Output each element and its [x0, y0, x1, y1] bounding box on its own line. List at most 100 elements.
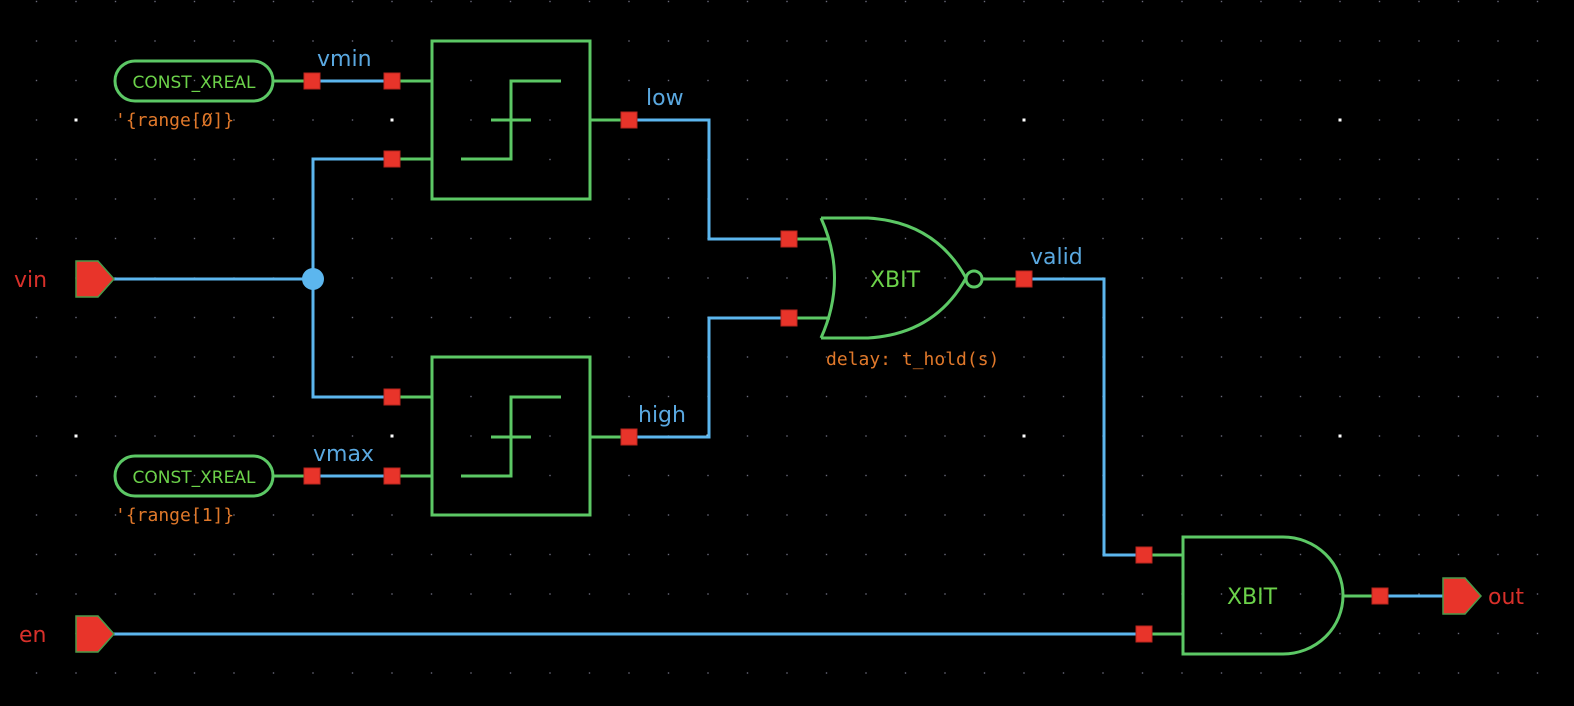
- pin-connector[interactable]: [1135, 546, 1153, 564]
- grid-dot: [1181, 672, 1183, 674]
- grid-dot: [825, 395, 828, 398]
- grid-dot: [75, 40, 77, 42]
- grid-dot: [470, 0, 472, 3]
- grid-dot: [1418, 40, 1420, 42]
- grid-dot: [667, 158, 670, 161]
- grid-dot: [193, 79, 196, 82]
- grid-dot: [233, 79, 235, 82]
- grid-dot: [351, 277, 354, 279]
- grid-dot: [1457, 0, 1460, 3]
- comparator-high[interactable]: [392, 355, 629, 517]
- grid-dot: [904, 553, 907, 556]
- wire-valid[interactable]: [1022, 277, 1146, 557]
- grid-dot: [904, 237, 907, 240]
- grid-dot: [1299, 672, 1302, 674]
- port-vin[interactable]: vin: [14, 260, 116, 298]
- pin-connector[interactable]: [383, 467, 401, 485]
- port-out[interactable]: out: [1442, 577, 1524, 615]
- grid-dot: [825, 553, 828, 556]
- grid-dot: [786, 79, 788, 82]
- pin-connector[interactable]: [1371, 587, 1389, 605]
- grid-dot: [1339, 0, 1341, 3]
- grid-dot: [1457, 435, 1460, 437]
- grid-dot: [312, 553, 314, 556]
- grid-dot: [667, 277, 670, 279]
- grid-dot: [1457, 198, 1460, 200]
- const-max-param: '{range[1]}: [115, 505, 234, 526]
- grid-dot: [1497, 277, 1499, 279]
- pin-connector[interactable]: [620, 111, 638, 129]
- grid-dot: [1181, 198, 1183, 200]
- grid-dot: [1457, 277, 1460, 279]
- grid-dot: [1220, 158, 1223, 161]
- grid-dot: [114, 356, 117, 358]
- grid-dot: [1062, 593, 1065, 595]
- grid-dot: [1141, 40, 1144, 42]
- grid-dot: [470, 277, 472, 279]
- grid-dot: [1536, 198, 1539, 200]
- grid-dot: [904, 0, 907, 3]
- wire-high[interactable]: [627, 316, 791, 439]
- grid-dot: [154, 395, 156, 398]
- grid-dot: [193, 395, 196, 398]
- grid-dot: [35, 0, 38, 3]
- grid-dot: [746, 553, 749, 556]
- pin-connector[interactable]: [1135, 625, 1153, 643]
- grid-dot: [1497, 672, 1499, 674]
- grid-dot: [983, 237, 986, 240]
- grid-dot: [233, 237, 235, 240]
- grid-dot: [667, 0, 670, 3]
- grid-dot: [825, 119, 828, 121]
- grid-dot: [628, 514, 630, 516]
- grid-dot: [509, 593, 512, 595]
- pins: [303, 72, 1389, 643]
- pin-connector[interactable]: [620, 428, 638, 446]
- port-en[interactable]: en: [19, 615, 116, 653]
- grid-dot: [786, 435, 788, 437]
- grid-dot: [233, 395, 235, 398]
- pin-connector[interactable]: [780, 309, 798, 327]
- grid-dot: [588, 237, 591, 240]
- net-label-low: low: [646, 86, 684, 111]
- grid-dot: [312, 514, 314, 516]
- grid-dot: [1418, 356, 1420, 358]
- grid-dot: [193, 119, 196, 121]
- grid-dot: [509, 672, 512, 674]
- grid-dot: [1536, 79, 1539, 82]
- const-block-max[interactable]: CONST_XREAL '{range[1]}: [113, 454, 312, 526]
- grid-dot: [707, 672, 709, 674]
- nor-gate[interactable]: XBIT delay: t_hold(s): [789, 216, 1024, 370]
- const-max-name: CONST_XREAL: [133, 468, 256, 488]
- pin-connector[interactable]: [303, 72, 321, 90]
- pin-connector[interactable]: [383, 150, 401, 168]
- grid-dot: [983, 356, 986, 358]
- grid-dot: [1141, 277, 1144, 279]
- pin-connector[interactable]: [780, 230, 798, 248]
- comparator-low[interactable]: [392, 39, 629, 201]
- grid-dot: [1536, 356, 1539, 358]
- wire-low[interactable]: [627, 118, 791, 241]
- grid-dot: [1220, 395, 1223, 398]
- grid-dot: [1220, 277, 1223, 279]
- and-gate[interactable]: XBIT: [1144, 535, 1380, 656]
- grid-dot: [1497, 79, 1499, 82]
- pin-connector[interactable]: [303, 467, 321, 485]
- grid-dot: [1536, 0, 1539, 3]
- grid-dot: [1181, 158, 1183, 161]
- pin-connector[interactable]: [383, 72, 401, 90]
- grid-dot: [233, 356, 235, 358]
- grid-dot: [1220, 237, 1223, 240]
- grid-dot: [667, 316, 670, 319]
- pin-connector[interactable]: [383, 388, 401, 406]
- grid-dot: [1339, 553, 1341, 556]
- grid-dot: [944, 0, 946, 3]
- grid-dot: [1299, 316, 1302, 319]
- pin-connector[interactable]: [1015, 270, 1033, 288]
- const-block-min[interactable]: CONST_XREAL '{range[Ø]}: [113, 59, 312, 131]
- grid-dot: [944, 474, 946, 477]
- grid-dot: [1102, 198, 1104, 200]
- grid-dot: [154, 40, 156, 42]
- grid-dot: [746, 395, 749, 398]
- grid-dot: [1378, 237, 1381, 240]
